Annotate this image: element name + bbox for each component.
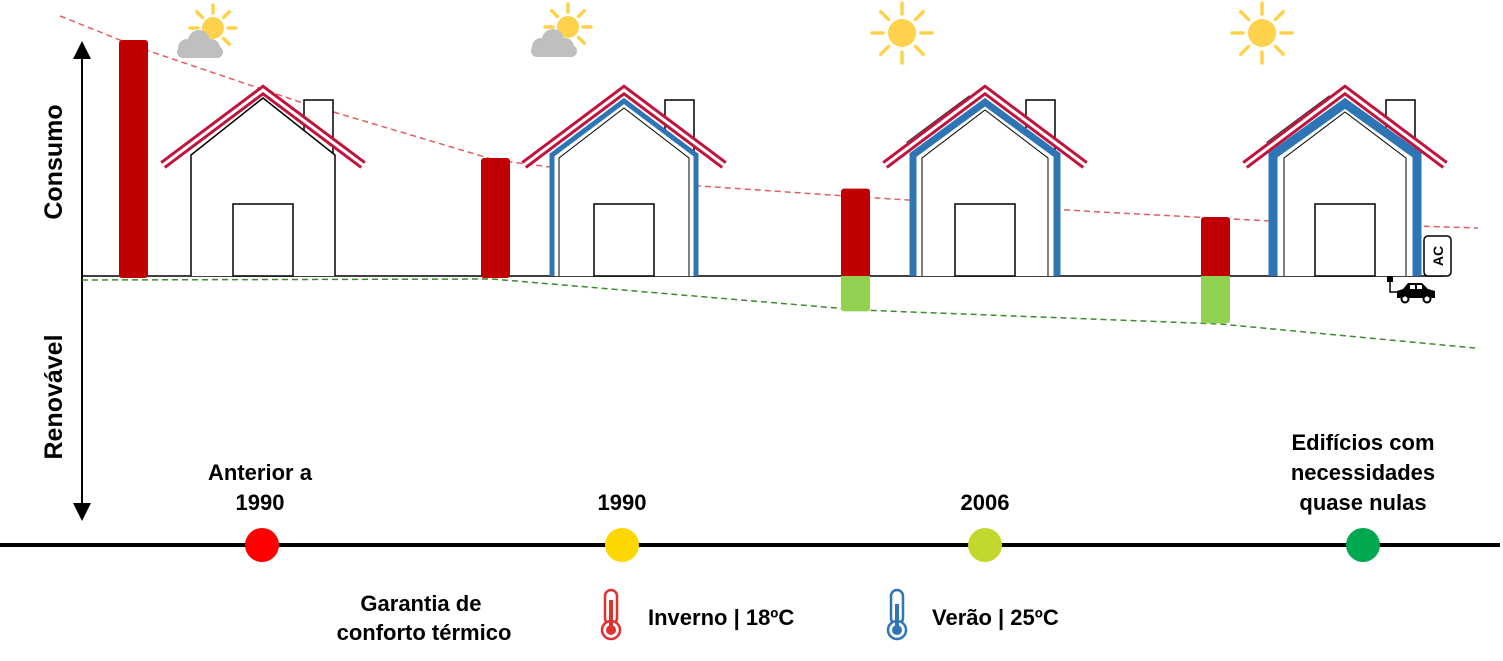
ac-label: AC [1430,246,1446,266]
renewable-bar-4 [1201,276,1230,324]
timeline-dots-group [245,528,1380,562]
electric-car-icon [1387,276,1435,304]
period-label-1: Anterior a 1990 [208,460,313,515]
period-label-4-line-3: quase nulas [1299,490,1426,515]
legend-summer: Verão | 25ºC [932,605,1059,630]
legend-title-line-2: conforto térmico [337,620,512,645]
house-2-icon [521,84,727,277]
period-labels-group: Anterior a 1990 1990 2006 Edifícios com neces… [208,430,1435,515]
consumption-bar-4 [1201,217,1230,278]
houses-group [160,84,1448,277]
house-1-icon [160,84,366,277]
thermometer-blue-icon [886,588,908,641]
thermometer-red-icon [600,588,622,641]
bars-group [119,40,1230,324]
period-label-4-line-1: Edifícios com [1291,430,1434,455]
consumption-bar-2 [481,158,510,278]
renewable-bar-3 [841,276,870,312]
renewable-trend-line [81,278,1476,349]
period-label-3-line-1: 2006 [961,490,1010,515]
cloud-icon-1 [177,30,223,58]
timeline-dot-4 [1346,528,1380,562]
axis-label-renovavel: Renovável [40,334,68,459]
period-label-3: 2006 [961,490,1010,515]
sun-icon-4 [1230,1,1294,65]
ac-unit: AC [1423,235,1452,277]
consumption-bar-1 [119,40,148,278]
legend: Garantia de conforto térmico Inverno | 1… [337,588,1059,645]
weather-group [177,1,1294,65]
period-label-1-line-1: Anterior a [208,460,313,485]
legend-winter: Inverno | 18ºC [648,605,794,630]
timeline-dot-2 [605,528,639,562]
period-label-4: Edifícios com necessidades quase nulas [1291,430,1435,515]
house-4-icon [1242,84,1448,277]
axis-label-consumo: Consumo [40,104,68,219]
cloud-icon-2 [531,29,577,57]
legend-title-line-1: Garantia de [360,591,481,616]
consumption-bar-3 [841,188,870,278]
timeline-dot-1 [245,528,279,562]
house-3-icon [882,84,1088,277]
sun-icon-3 [870,1,934,65]
period-label-4-line-2: necessidades [1291,460,1435,485]
legend-title: Garantia de conforto térmico [337,591,512,645]
period-label-2: 1990 [598,490,647,515]
period-label-1-line-2: 1990 [236,490,285,515]
period-label-2-line-1: 1990 [598,490,647,515]
timeline-dot-3 [968,528,1002,562]
